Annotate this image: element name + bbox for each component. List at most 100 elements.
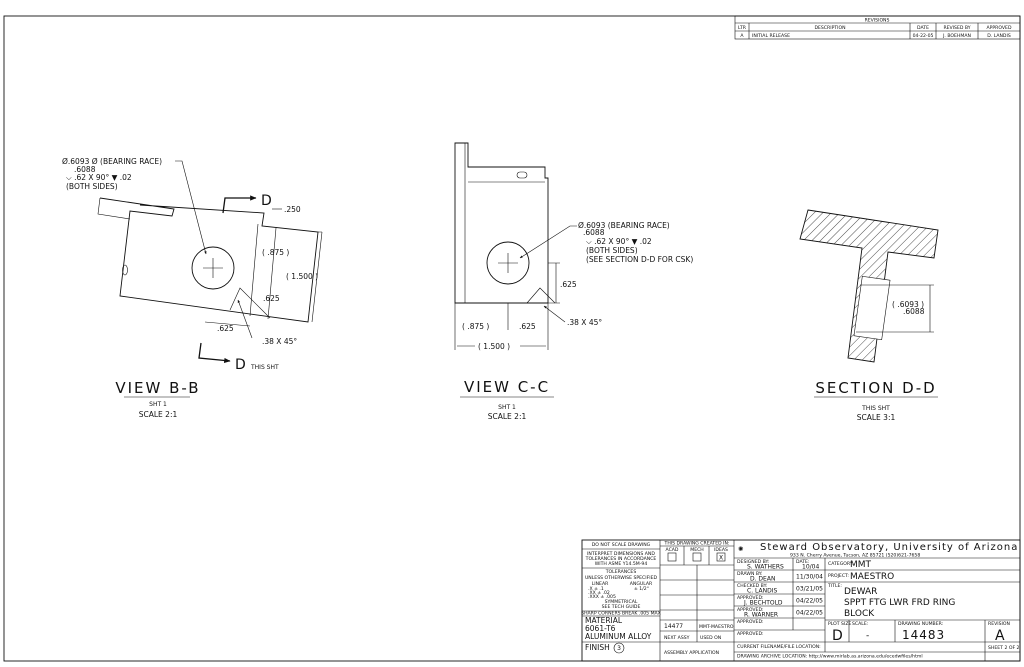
tb-tol-xxx: .XXX ± .005 [588, 594, 616, 600]
tb-title1: DEWAR [844, 587, 877, 597]
tb-approved2-label: APPROVED: [737, 607, 764, 613]
tb-cad-acad-box [667, 552, 677, 562]
tb-checked-date: 03/21/05 [796, 586, 823, 593]
view-cc-dim-625-right: .625 [560, 280, 577, 289]
view-cc-dim-chamfer: .38 X 45° [567, 318, 602, 327]
tb-address: 933 N. Cherry Avenue, Tucson, AZ 85721 (… [790, 553, 920, 559]
view-bb-title: VIEW B-B [115, 379, 200, 397]
tb-cad-mech-box [692, 552, 702, 562]
tb-pltsize: D [832, 628, 843, 644]
view-bb-callout-cs: ⌵ .62 X 90° ▼ .02 [66, 173, 132, 182]
tb-finish-val: 3 [617, 645, 621, 652]
view-cc-outline [454, 142, 549, 304]
view-bb-section-top: D [261, 193, 272, 209]
tb-application: ASSEMBLY APPLICATION [664, 650, 719, 656]
view-cc-callout-sides: (BOTH SIDES) [586, 246, 638, 255]
tb-next-assy-name: MMT-MAESTRO [699, 624, 734, 630]
rev-row-description: INITIAL RELEASE [752, 33, 790, 39]
tb-org: Steward Observatory, University of Arizo… [760, 542, 1018, 553]
tb-dwgno: 14483 [902, 628, 945, 642]
tb-tol-ang: ± 1/2° [634, 586, 649, 592]
tb-checked-by: C. LANDIS [747, 588, 777, 595]
view-bb-dim-875: ( .875 ) [262, 248, 289, 257]
revisions-title: REVISIONS [865, 18, 890, 24]
tb-date-label: DATE: [796, 559, 810, 565]
section-dd-scale: SCALE 3:1 [857, 413, 896, 422]
tb-tol-angular: ANGULAR [630, 581, 653, 587]
view-bb-bearing-bore [191, 246, 235, 290]
tb-checked-label: CHECKED BY: [737, 583, 768, 589]
view-bb-dim-625-bottom: .625 [217, 324, 234, 333]
tb-title2: SPPT FTG LWR FRD RING [844, 598, 955, 608]
tb-notice3: TOLERANCES IN ACCORDANCE [585, 556, 657, 562]
tb-cad-ideas-mark: X [719, 555, 723, 562]
tb-drawn-date: 11/30/04 [796, 574, 823, 581]
tb-next-assy: NEXT ASSY [664, 635, 690, 641]
tb-tol-xx: .XX ± .02 [588, 590, 610, 596]
rev-row-revised-by: J. BOEHMAN [942, 33, 971, 39]
view-cc-scale: SCALE 2:1 [488, 412, 527, 421]
tb-corners: SHARP CORNERS BREAK .005 MAX [581, 611, 661, 617]
tb-title3: BLOCK [844, 609, 875, 619]
tb-drawn-label: DRAWN BY: [737, 571, 763, 577]
view-bb-dim-1500: ( 1.500 ) [286, 272, 318, 281]
tb-designed-date: 10/04 [802, 564, 819, 571]
tb-category: MMT [850, 560, 872, 570]
tb-rev: A [995, 628, 1005, 644]
view-bb-this-sht: THIS SHT [250, 364, 279, 371]
tb-material-label: MATERIAL [585, 616, 623, 625]
rev-header-description: DESCRIPTION [814, 25, 845, 31]
view-cc-dim-625-bottom: .625 [519, 322, 536, 331]
tb-finish-label: FINISH [585, 643, 610, 652]
tb-notice4: WITH ASME Y14.5M-94 [595, 561, 648, 567]
rev-header-revised-by: REVISED BY [943, 25, 970, 31]
tb-tol-sub: UNLESS OTHERWISE SPECIFIED [585, 575, 658, 581]
view-cc-callout-see: (SEE SECTION D-D FOR CSK) [586, 255, 693, 264]
rev-header-date: DATE [917, 25, 929, 31]
tb-approved1-label: APPROVED: [737, 595, 764, 601]
tb-approved2-date: 04/22/05 [796, 610, 823, 617]
tb-designed-label: DESIGNED BY: [737, 559, 770, 565]
tb-next-assy-no: 14477 [664, 623, 683, 630]
tb-cad-acad: ACAD [666, 547, 679, 553]
view-cc-title: VIEW C-C [464, 378, 550, 396]
tb-tol-x: .X ± .1 [588, 586, 604, 592]
sheet-border [3, 15, 1021, 662]
view-cc-callout-cs: ⌵ .62 X 90° ▼ .02 [586, 237, 652, 246]
tb-material1: 6061-T6 [585, 624, 616, 633]
view-bb-callout-dia2: .6088 [74, 165, 96, 174]
view-cc-dim-1500: ( 1.500 ) [478, 342, 510, 351]
view-bb-outline [99, 197, 319, 323]
rev-header-approved: APPROVED [987, 25, 1012, 31]
tb-scale: - [866, 631, 869, 641]
section-dd-dim: ( .6093 ) [892, 300, 924, 309]
view-cc-callout-dia2: .6088 [583, 228, 605, 237]
tb-notice2: INTERPRET DIMENSIONS AND [587, 551, 655, 557]
tb-drawn-by: D. DEAN [750, 576, 775, 583]
view-bb-dim-625-right: .625 [263, 294, 280, 303]
revisions-block: REVISIONS LTR DESCRIPTION DATE REVISED B… [734, 15, 1021, 40]
tb-category-label: CATEGORY: [828, 561, 854, 567]
tb-designed-by: S. WATHERS [747, 564, 784, 571]
tb-symm1: SYMMETRICAL [605, 599, 638, 605]
tb-dwgno-label: DRAWING NUMBER: [898, 621, 944, 627]
tb-approved1: J. BECHTOLD [743, 600, 783, 607]
view-bb-sheet: SHT 1 [149, 401, 167, 408]
view-cc: Ø.6093 (BEARING RACE) .6088 ⌵ .62 X 90° … [454, 142, 693, 421]
section-dd-dim2: .6088 [903, 307, 925, 316]
tb-cad-ideas-box [716, 552, 726, 562]
tb-current-label: CURRENT FILENAME/FILE LOCATION: [737, 644, 821, 650]
rev-row-date: 04-22-05 [913, 33, 934, 39]
view-bb-scale: SCALE 2:1 [139, 410, 178, 419]
tb-archive-label: DRAWING ARCHIVE LOCATION: http://www.mir… [737, 654, 923, 660]
tb-notice1: DO NOT SCALE DRAWING [592, 542, 651, 548]
tb-tol-linear: LINEAR [592, 581, 609, 587]
tb-pltsize-label: PLOT SIZE [828, 621, 851, 627]
tb-project-label: PROJECT: [828, 573, 849, 579]
view-bb-callout-dia: Ø.6093 Ø (BEARING RACE) [62, 157, 162, 166]
view-bb-dim-chamfer: .38 X 45° [262, 337, 297, 346]
tb-rev-label: REVISION [988, 621, 1010, 627]
section-dd-sheet: THIS SHT [861, 405, 890, 412]
